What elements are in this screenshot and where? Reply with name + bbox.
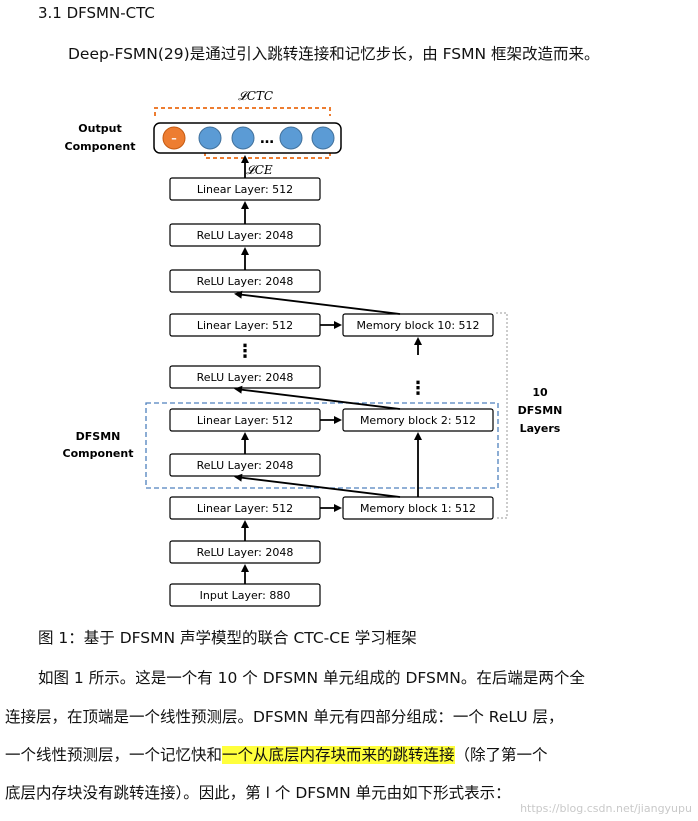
output-node xyxy=(279,126,303,150)
linear10-label: Linear Layer: 512 xyxy=(197,319,293,332)
linear2-label: Linear Layer: 512 xyxy=(197,414,293,427)
arrow xyxy=(234,473,401,498)
layers-count-2: DFSMN xyxy=(518,404,563,417)
layers-bracket xyxy=(496,312,508,519)
blank-node-symbol: – xyxy=(171,132,177,145)
memory10-box xyxy=(342,313,494,337)
relu1-label: ReLU Layer: 2048 xyxy=(197,459,294,472)
intro-text: Deep-FSMN(29)是通过引入跳转连接和记忆步长，由 FSMN 框架改造而… xyxy=(68,45,600,63)
section-heading: 3.1 DFSMN-CTC xyxy=(38,4,155,22)
loss-ce-label: 𝓛CE xyxy=(246,163,273,177)
paragraph-line-3: 一个线性预测层，一个记忆快和一个从底层内存块而来的跳转连接（除了第一个 xyxy=(5,743,548,765)
output-ellipsis: … xyxy=(260,131,274,147)
highlighted-text: 一个从底层内存块而来的跳转连接 xyxy=(222,746,455,764)
paragraph-text: （除了第一个 xyxy=(454,746,548,764)
relu0-label: ReLU Layer: 2048 xyxy=(197,546,294,559)
memory2-label: Memory block 2: 512 xyxy=(360,414,476,427)
relu9-box xyxy=(169,365,321,389)
paragraph-line-2: 连接层，在顶端是一个线性预测层。DFSMN 单元有四部分组成：一个 ReLU 层… xyxy=(5,708,564,726)
layers-count-3: Layers xyxy=(520,422,561,435)
vdots-right: ⋮ xyxy=(409,378,427,399)
dfsmn-label-2: Component xyxy=(63,447,134,460)
relu-top1-label: ReLU Layer: 2048 xyxy=(197,229,294,242)
output-node xyxy=(198,126,222,150)
output-node xyxy=(231,126,255,150)
figure-caption: 图 1：基于 DFSMN 声学模型的联合 CTC-CE 学习框架 xyxy=(38,629,417,647)
input-label: Input Layer: 880 xyxy=(200,589,291,602)
output-node xyxy=(311,126,335,150)
ce-bracket xyxy=(204,152,331,159)
loss-ctc-label: 𝓛CTC xyxy=(238,89,273,103)
output-label-1: Output xyxy=(78,122,121,135)
ctc-bracket xyxy=(154,107,331,116)
memory1-label: Memory block 1: 512 xyxy=(360,502,476,515)
dfsmn-label-1: DFSMN xyxy=(76,430,121,443)
watermark: https://blog.csdn.net/jiangyupu xyxy=(520,802,692,815)
paragraph-text: 一个线性预测层，一个记忆快和 xyxy=(5,746,223,764)
blank-node xyxy=(162,126,186,150)
memory2-box xyxy=(342,408,494,432)
relu-top2-label: ReLU Layer: 2048 xyxy=(197,275,294,288)
relu9-label: ReLU Layer: 2048 xyxy=(197,371,294,384)
layers-count-1: 10 xyxy=(532,386,548,399)
arrow xyxy=(234,290,401,315)
output-label-2: Component xyxy=(65,140,136,153)
vdots-left: ⋮ xyxy=(236,341,254,362)
arrow xyxy=(234,385,401,410)
paragraph-line-4: 底层内存块没有跳转连接）。因此，第 l 个 DFSMN 单元由如下形式表示： xyxy=(5,784,511,802)
linear1-label: Linear Layer: 512 xyxy=(197,502,293,515)
memory10-label: Memory block 10: 512 xyxy=(356,319,479,332)
linear-top-label: Linear Layer: 512 xyxy=(197,183,293,196)
paragraph-line-1: 如图 1 所示。这是一个有 10 个 DFSMN 单元组成的 DFSMN。在后端… xyxy=(38,669,585,687)
